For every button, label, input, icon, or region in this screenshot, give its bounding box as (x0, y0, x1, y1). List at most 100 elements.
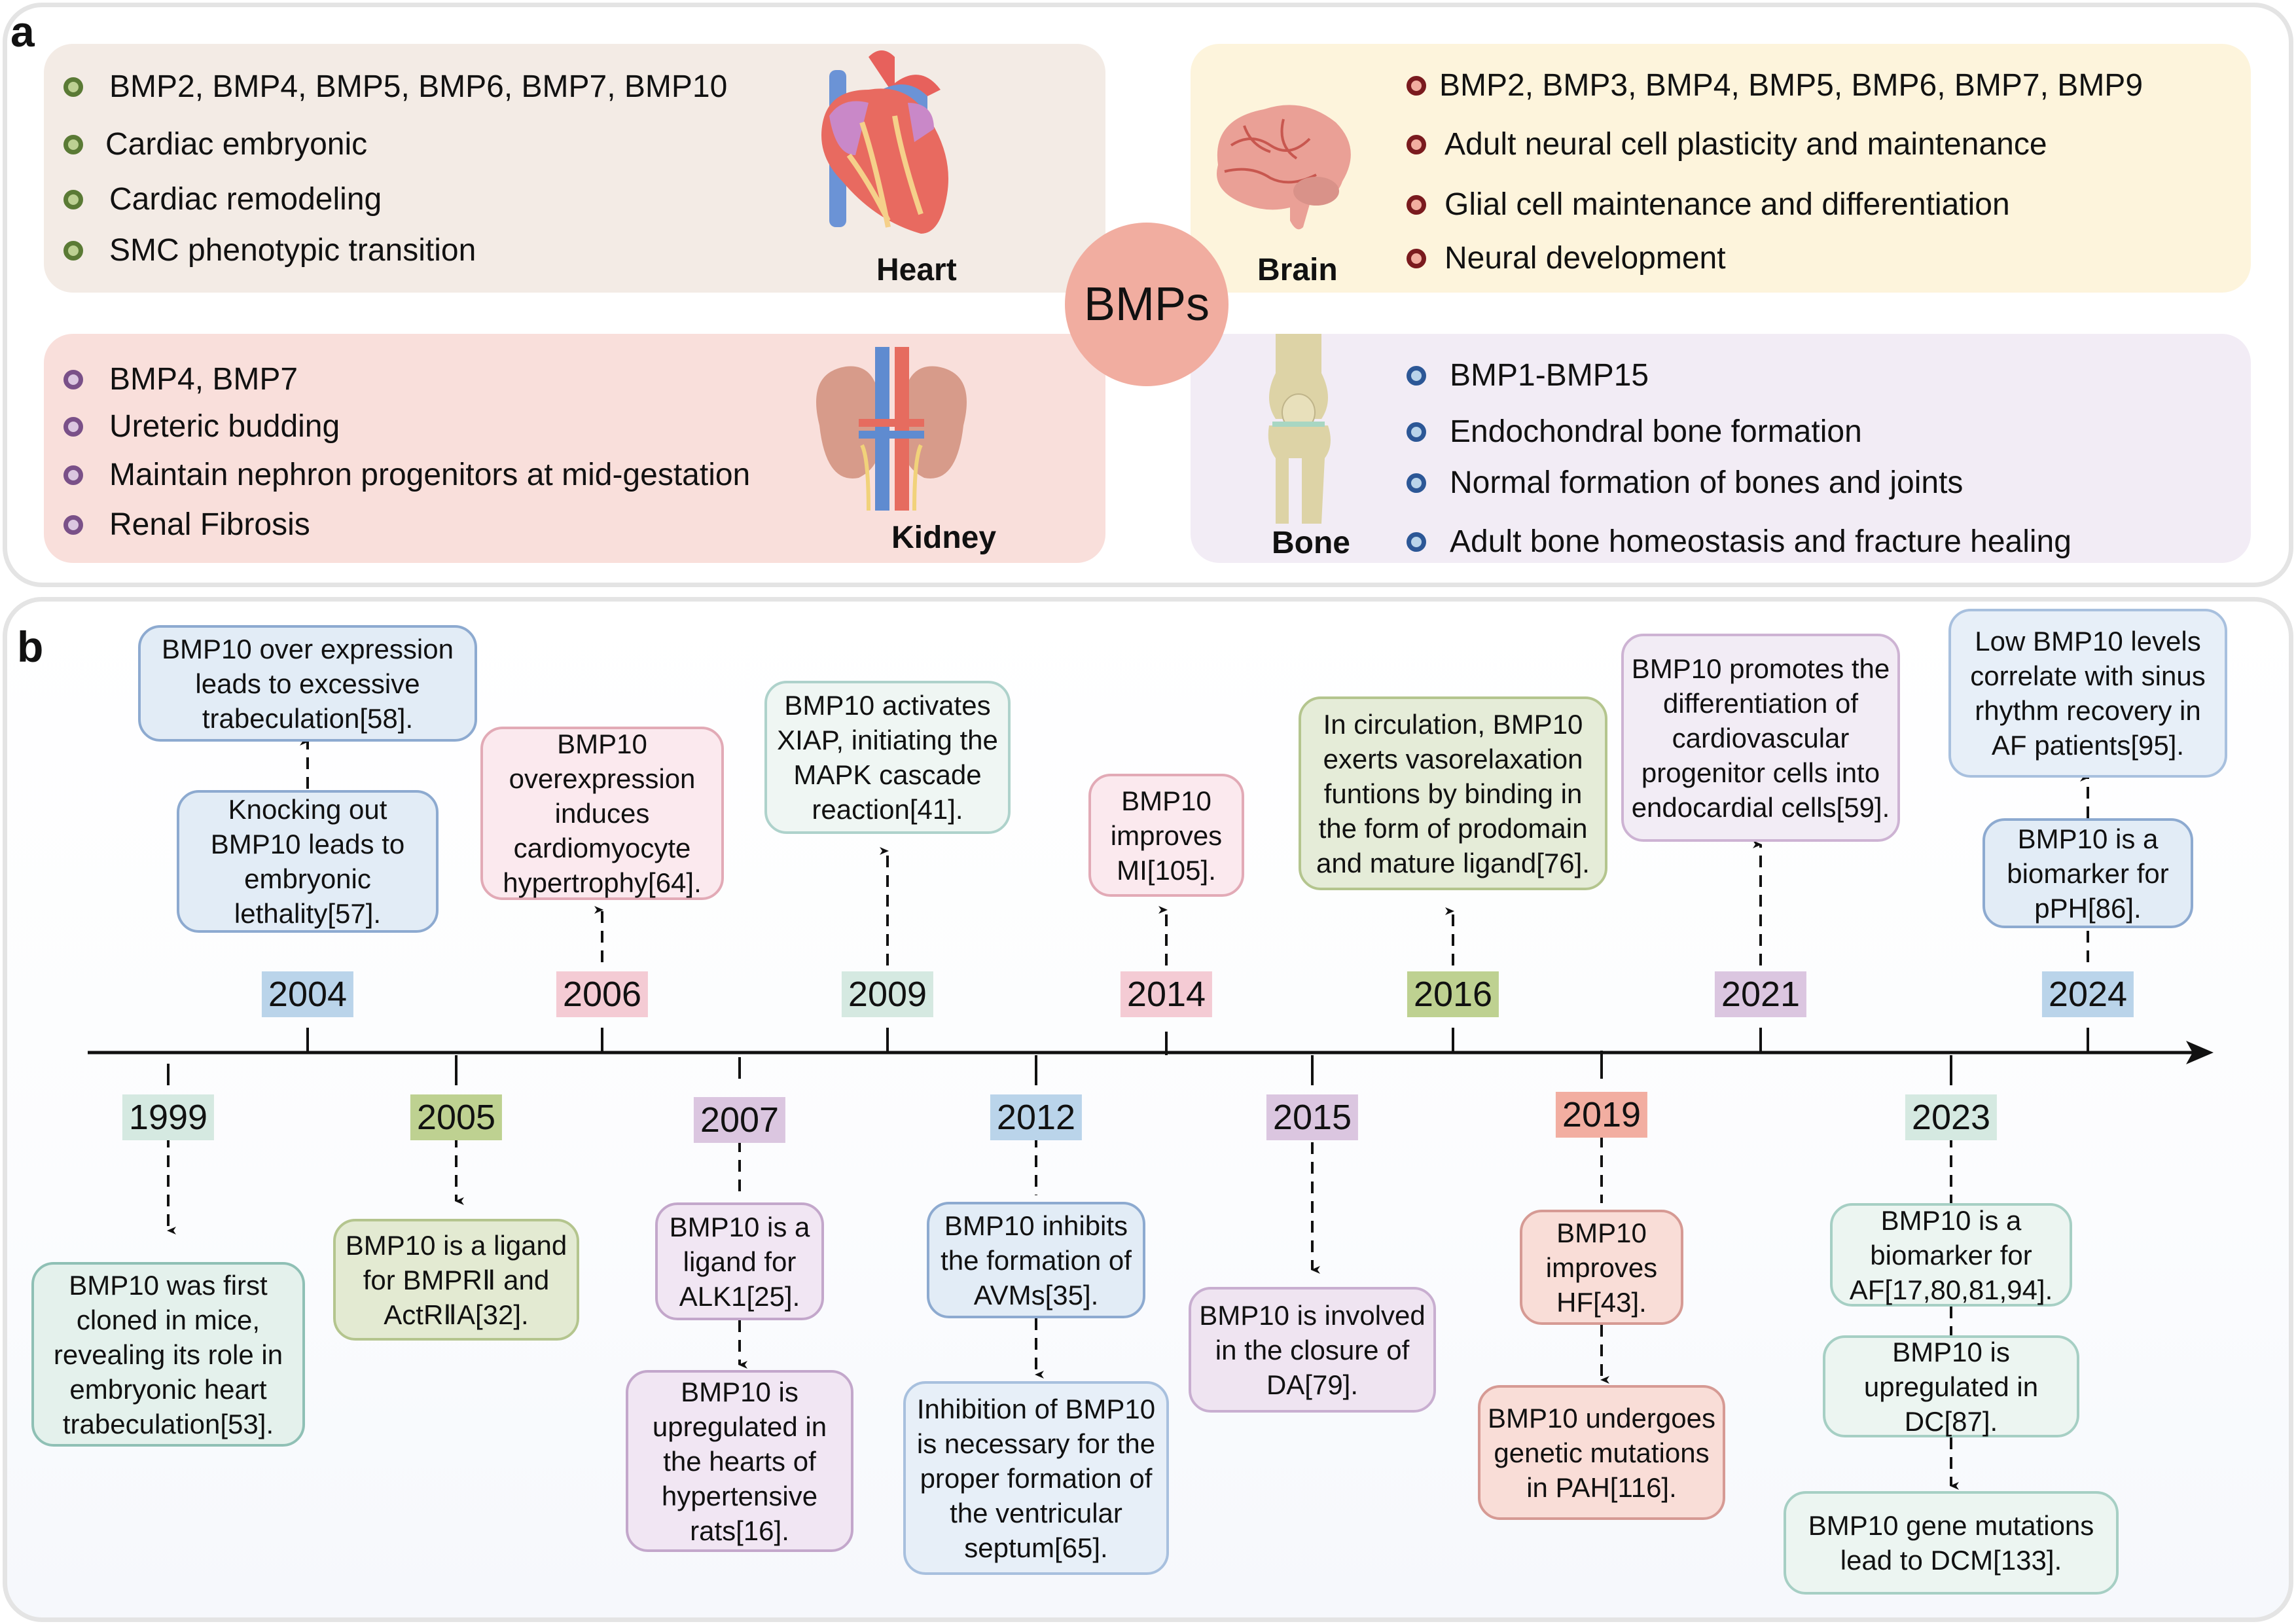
event-text: BMP10 improves MI[105]. (1110, 785, 1223, 886)
event-text: BMP10 overexpression induces cardiomyocy… (503, 729, 702, 898)
brain-item: Glial cell maintenance and differentiati… (1407, 187, 2010, 223)
kidney-illustration-icon (816, 347, 967, 511)
heart-label: Heart (876, 253, 957, 287)
bullet-icon (63, 465, 83, 485)
timeline-event-card: Low BMP10 levels correlate with sinus rh… (1948, 609, 2227, 778)
item-text: Cardiac remodeling (109, 182, 382, 217)
item-text: Cardiac embryonic (105, 127, 368, 162)
year-label-2015: 2015 (1266, 1094, 1359, 1140)
bullet-icon (63, 77, 83, 97)
timeline-event-card: BMP10 inhibits the formation of AVMs[35]… (927, 1202, 1145, 1318)
event-text: BMP10 is a ligand for BMPRⅡ and ActRⅡA[3… (345, 1229, 567, 1330)
knee-bone-illustration-icon (1268, 334, 1331, 524)
heart-item: SMC phenotypic transition (63, 232, 476, 268)
bone-card: Bone BMP1-BMP15 Endochondral bone format… (1191, 334, 2251, 563)
event-text: BMP10 was first cloned in mice, revealin… (53, 1269, 283, 1439)
year-label-2009: 2009 (841, 971, 934, 1017)
timeline-event-card: Knocking out BMP10 leads to embryonic le… (177, 790, 439, 933)
heart-item: Cardiac embryonic (63, 126, 367, 162)
year-label-1999: 1999 (122, 1094, 215, 1140)
timeline-event-card: BMP10 is a ligand for ALK1[25]. (655, 1202, 824, 1320)
bone-item: Normal formation of bones and joints (1407, 465, 1963, 501)
heart-item: BMP2, BMP4, BMP5, BMP6, BMP7, BMP10 (63, 69, 727, 105)
bullet-icon (63, 369, 83, 389)
item-text: Glial cell maintenance and differentiati… (1444, 187, 2010, 222)
bullet-icon (1407, 194, 1426, 215)
year-label-2005: 2005 (410, 1094, 503, 1140)
bullet-icon (1407, 248, 1426, 268)
timeline-event-card: BMP10 improves HF[43]. (1520, 1210, 1683, 1325)
event-text: BMP10 inhibits the formation of AVMs[35]… (941, 1210, 1132, 1310)
bullet-icon (1407, 75, 1426, 96)
event-text: BMP10 is involved in the closure of DA[7… (1199, 1299, 1426, 1400)
item-text: Adult neural cell plasticity and mainten… (1444, 127, 2047, 162)
bullet-icon (1407, 422, 1426, 442)
timeline-event-card: BMP10 improves MI[105]. (1088, 774, 1244, 897)
panel-b-letter: b (17, 623, 44, 671)
item-text: Maintain nephron progenitors at mid-gest… (109, 458, 751, 492)
bullet-icon (63, 189, 83, 209)
bone-item: Endochondral bone formation (1407, 414, 1862, 450)
center-label: BMPs (1083, 278, 1210, 331)
kidney-item: BMP4, BMP7 (63, 361, 298, 397)
item-text: BMP2, BMP3, BMP4, BMP5, BMP6, BMP7, BMP9 (1439, 68, 2144, 103)
brain-card: Brain BMP2, BMP3, BMP4, BMP5, BMP6, BMP7… (1191, 44, 2251, 293)
item-text: Adult bone homeostasis and fracture heal… (1450, 524, 2072, 559)
year-label-2016: 2016 (1407, 971, 1499, 1017)
event-text: BMP10 is upregulated in DC[87]. (1863, 1336, 2039, 1437)
bmps-center-circle: BMPs (1065, 223, 1229, 386)
timeline-event-card: BMP10 is a ligand for BMPRⅡ and ActRⅡA[3… (333, 1219, 579, 1341)
event-text: BMP10 gene mutations lead to DCM[133]. (1808, 1510, 2094, 1576)
event-text: BMP10 is a ligand for ALK1[25]. (669, 1211, 810, 1312)
timeline-event-card: BMP10 is a biomarker for pPH[86]. (1982, 818, 2193, 928)
item-text: BMP2, BMP4, BMP5, BMP6, BMP7, BMP10 (109, 69, 728, 104)
timeline-event-card: BMP10 is upregulated in DC[87]. (1823, 1335, 2079, 1437)
bone-item: BMP1-BMP15 (1407, 357, 1649, 393)
kidney-item: Ureteric budding (63, 408, 340, 444)
event-text: BMP10 is a biomarker for pPH[86]. (2007, 823, 2169, 924)
kidney-label: Kidney (891, 520, 997, 555)
item-text: Ureteric budding (109, 409, 340, 444)
timeline-event-card: BMP10 was first cloned in mice, revealin… (31, 1262, 305, 1447)
item-text: Endochondral bone formation (1450, 414, 1862, 449)
year-label-2019: 2019 (1555, 1092, 1648, 1138)
timeline-event-card: BMP10 gene mutations lead to DCM[133]. (1784, 1491, 2119, 1595)
event-text: BMP10 promotes the differentiation of ca… (1631, 653, 1890, 823)
panel-a-letter: a (10, 7, 35, 56)
event-text: BMP10 activates XIAP, initiating the MAP… (777, 690, 998, 825)
event-text: In circulation, BMP10 exerts vasorelaxat… (1316, 708, 1590, 878)
year-label-2012: 2012 (990, 1094, 1083, 1140)
brain-item: Neural development (1407, 240, 1726, 276)
bullet-icon (1407, 473, 1426, 493)
brain-item: BMP2, BMP3, BMP4, BMP5, BMP6, BMP7, BMP9 (1407, 67, 2143, 103)
bullet-icon (63, 514, 83, 535)
event-text: Knocking out BMP10 leads to embryonic le… (210, 794, 405, 929)
year-label-2023: 2023 (1905, 1094, 1998, 1140)
timeline-event-card: BMP10 promotes the differentiation of ca… (1621, 634, 1900, 842)
timeline-event-card: BMP10 activates XIAP, initiating the MAP… (764, 681, 1011, 834)
heart-card: BMP2, BMP4, BMP5, BMP6, BMP7, BMP10 Card… (44, 44, 1105, 293)
year-label-2021: 2021 (1714, 971, 1807, 1017)
kidney-item: Maintain nephron progenitors at mid-gest… (63, 457, 750, 493)
bullet-icon (1407, 365, 1426, 386)
brain-item: Adult neural cell plasticity and mainten… (1407, 126, 2047, 162)
bullet-icon (1407, 134, 1426, 154)
timeline-event-card: BMP10 over expression leads to excessive… (138, 625, 477, 742)
timeline-event-card: Inhibition of BMP10 is necessary for the… (903, 1381, 1169, 1575)
bullet-icon (63, 240, 83, 261)
year-label-2014: 2014 (1120, 971, 1213, 1017)
event-text: Inhibition of BMP10 is necessary for the… (916, 1393, 1156, 1563)
item-text: Renal Fibrosis (109, 507, 310, 542)
timeline-event-card: BMP10 is involved in the closure of DA[7… (1189, 1287, 1436, 1413)
kidney-card: BMP4, BMP7 Ureteric budding Maintain nep… (44, 334, 1105, 563)
year-label-2004: 2004 (261, 971, 354, 1017)
heart-item: Cardiac remodeling (63, 181, 382, 217)
timeline-event-card: In circulation, BMP10 exerts vasorelaxat… (1299, 696, 1607, 890)
bullet-icon (63, 134, 83, 154)
timeline-event-card: BMP10 is a biomarker for AF[17,80,81,94]… (1830, 1203, 2072, 1307)
item-text: SMC phenotypic transition (109, 233, 476, 268)
event-text: BMP10 over expression leads to excessive… (162, 633, 454, 734)
brain-illustration-icon (1217, 105, 1351, 230)
year-label-2007: 2007 (693, 1097, 786, 1143)
event-text: BMP10 is upregulated in the hearts of hy… (652, 1376, 827, 1546)
